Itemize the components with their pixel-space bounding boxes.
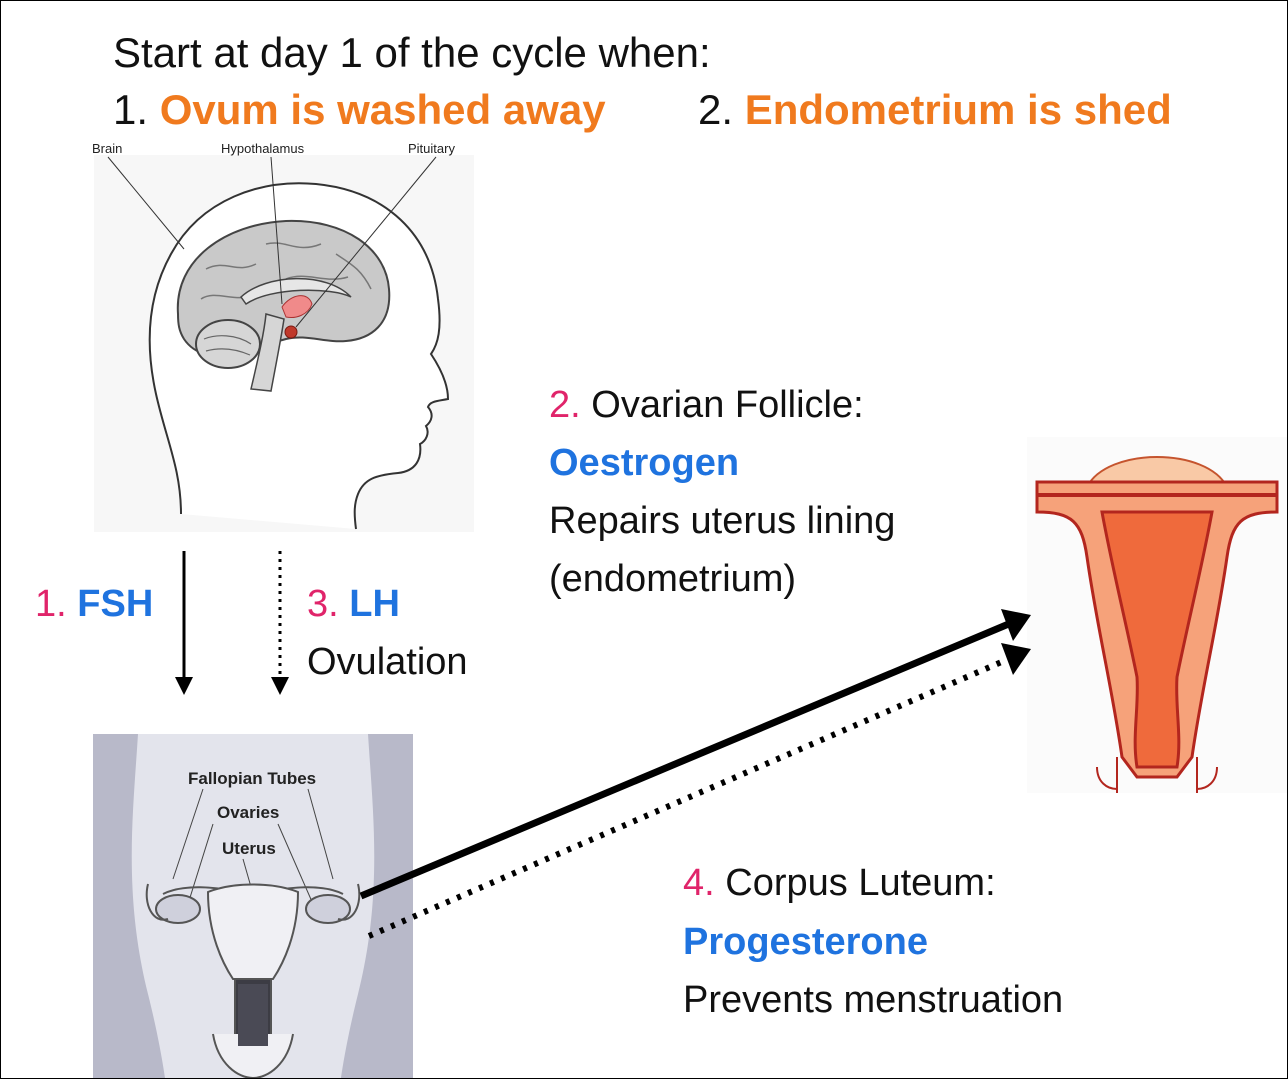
follicle-line2: (endometrium) xyxy=(549,558,796,601)
progesterone-label: Progesterone xyxy=(683,921,928,964)
oestrogen-label: Oestrogen xyxy=(549,442,739,485)
lh-arrow xyxy=(265,549,295,699)
header-item1-text: Ovum is washed away xyxy=(160,86,606,133)
luteum-title-text: Corpus Luteum: xyxy=(725,862,995,904)
fsh-label: 1. FSH xyxy=(35,583,153,626)
pituitary-shape xyxy=(285,326,297,338)
header-line1: Start at day 1 of the cycle when: xyxy=(113,29,711,77)
follicle-title: 2. Ovarian Follicle: xyxy=(549,384,864,427)
luteum-num: 4. xyxy=(683,862,715,904)
brain-label: Brain xyxy=(92,141,122,156)
header-item2-num: 2. xyxy=(698,86,733,133)
follicle-title-text: Ovarian Follicle: xyxy=(591,384,863,426)
header-item2: 2. Endometrium is shed xyxy=(698,86,1172,134)
head-brain-illustration: Brain Hypothalamus Pituitary xyxy=(86,139,476,534)
follicle-num: 2. xyxy=(549,384,581,426)
luteum-line1: Prevents menstruation xyxy=(683,979,1063,1022)
lh-num: 3. xyxy=(307,583,339,625)
fallopian-tubes-label: Fallopian Tubes xyxy=(188,769,316,788)
header-item2-text: Endometrium is shed xyxy=(745,86,1172,133)
header-item1-num: 1. xyxy=(113,86,148,133)
follicle-line1: Repairs uterus lining xyxy=(549,500,895,543)
header-item1: 1. Ovum is washed away xyxy=(113,86,606,134)
pituitary-label: Pituitary xyxy=(408,141,455,156)
ovaries-label: Ovaries xyxy=(217,803,279,822)
fsh-arrow xyxy=(169,549,199,699)
hypothalamus-label: Hypothalamus xyxy=(221,141,305,156)
luteum-title: 4. Corpus Luteum: xyxy=(683,862,996,905)
uterus-illustration xyxy=(1027,437,1287,793)
fsh-num: 1. xyxy=(35,583,67,625)
uterus-label: Uterus xyxy=(222,839,276,858)
fsh-text: FSH xyxy=(77,583,153,625)
